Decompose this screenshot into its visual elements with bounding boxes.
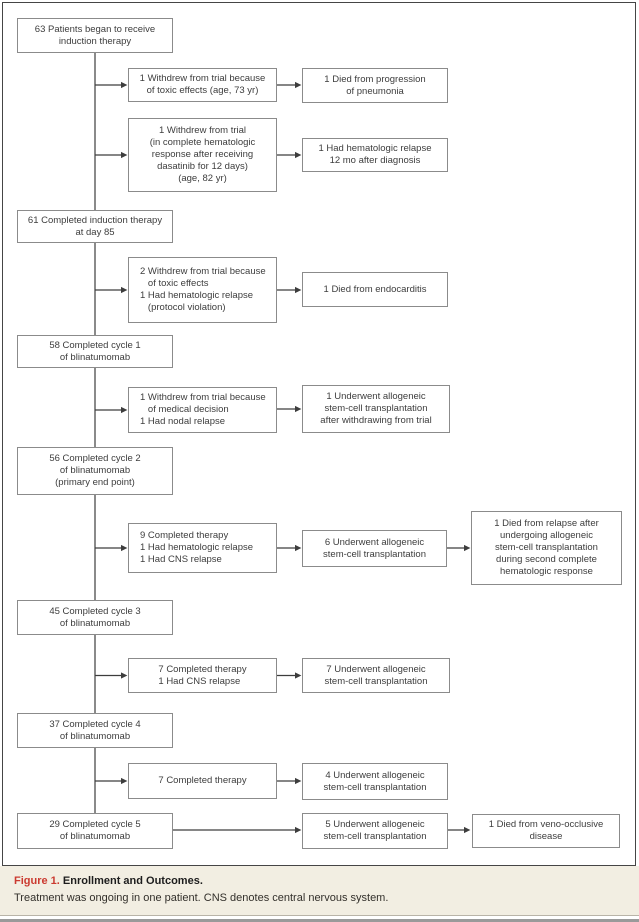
node-died-veno-occlusive: 1 Died from veno-occlusive disease <box>472 814 620 848</box>
node-began-induction: 63 Patients began to receive induction t… <box>17 18 173 53</box>
node-withdrew-medical-nodal: 1 Withdrew from trial because of medical… <box>128 387 277 433</box>
node-transplant-7: 7 Underwent allogeneic stem-cell transpl… <box>302 658 450 693</box>
figure-caption-body: Treatment was ongoing in one patient. CN… <box>14 892 389 904</box>
node-died-endocarditis: 1 Died from endocarditis <box>302 272 448 307</box>
node-withdrew-toxic-relapse: 2 Withdrew from trial because of toxic e… <box>128 257 277 323</box>
node-withdrew-dasatinib: 1 Withdrew from trial (in complete hemat… <box>128 118 277 192</box>
node-died-pneumonia: 1 Died from progression of pneumonia <box>302 68 448 103</box>
figure-caption: Figure 1. Enrollment and Outcomes. Treat… <box>0 866 639 916</box>
node-hematologic-relapse-12mo: 1 Had hematologic relapse 12 mo after di… <box>302 138 448 172</box>
figure-label: Figure 1. <box>14 875 60 887</box>
node-transplant-5: 5 Underwent allogeneic stem-cell transpl… <box>302 813 448 849</box>
node-completed-cycle4: 37 Completed cycle 4 of blinatumomab <box>17 713 173 748</box>
connector-lines <box>94 53 471 834</box>
node-cycle3-outcomes: 7 Completed therapy 1 Had CNS relapse <box>128 658 277 693</box>
node-completed-therapy-7: 7 Completed therapy <box>128 763 277 799</box>
node-transplant-4: 4 Underwent allogeneic stem-cell transpl… <box>302 763 448 800</box>
node-completed-cycle3: 45 Completed cycle 3 of blinatumomab <box>17 600 173 635</box>
node-died-relapse-after-transplant: 1 Died from relapse after undergoing all… <box>471 511 622 585</box>
node-transplant-after-withdrawal: 1 Underwent allogeneic stem-cell transpl… <box>302 385 450 433</box>
node-transplant-6: 6 Underwent allogeneic stem-cell transpl… <box>302 530 447 567</box>
node-completed-cycle1: 58 Completed cycle 1 of blinatumomab <box>17 335 173 368</box>
figure-title: Enrollment and Outcomes. <box>62 875 203 887</box>
node-cycle2-outcomes: 9 Completed therapy 1 Had hematologic re… <box>128 523 277 573</box>
node-withdrew-toxic-73: 1 Withdrew from trial because of toxic e… <box>128 68 277 102</box>
node-completed-cycle2: 56 Completed cycle 2 of blinatumomab (pr… <box>17 447 173 495</box>
node-completed-cycle5: 29 Completed cycle 5 of blinatumomab <box>17 813 173 849</box>
figure-caption-heading: Figure 1. Enrollment and Outcomes. <box>14 875 625 887</box>
node-completed-induction-day85: 61 Completed induction therapy at day 85 <box>17 210 173 243</box>
bottom-rule <box>0 919 639 922</box>
